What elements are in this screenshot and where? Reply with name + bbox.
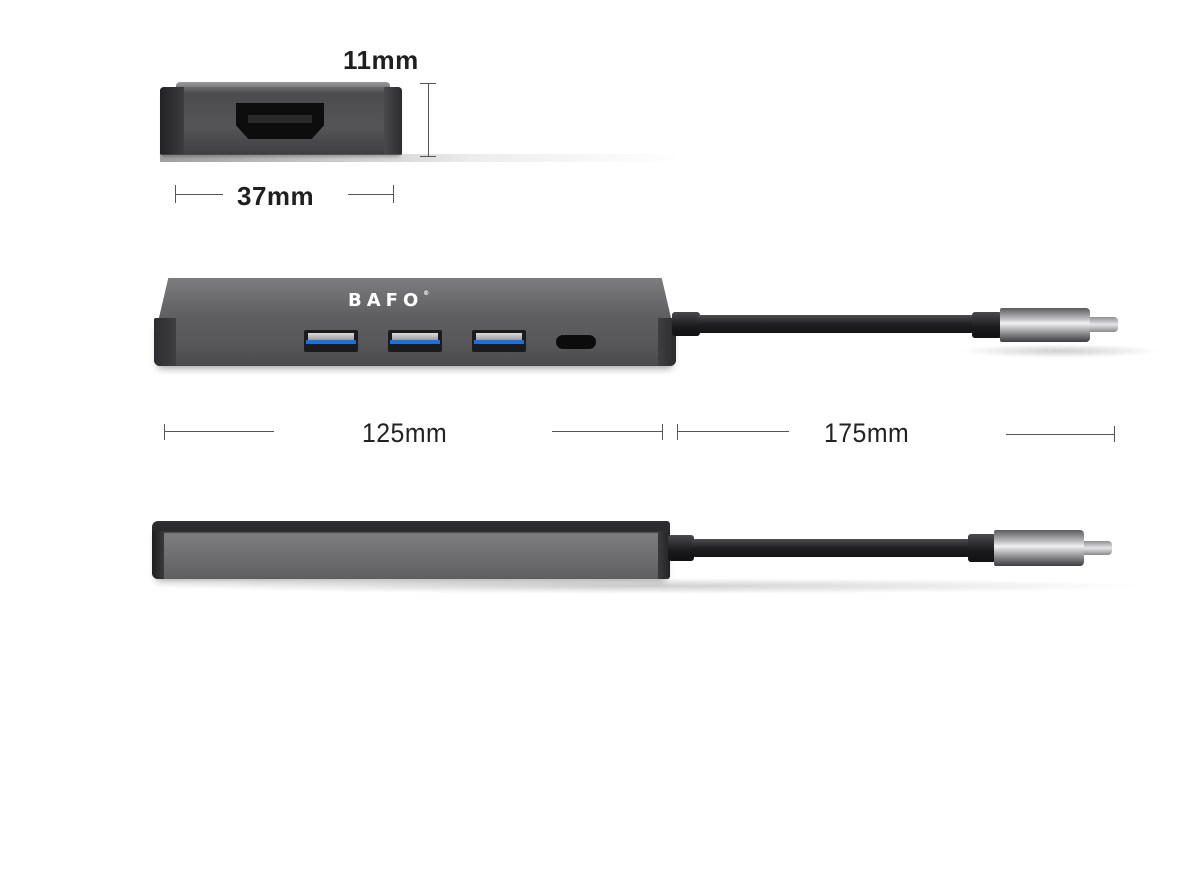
end-view-shadow — [160, 154, 680, 162]
usb-a-port-icon — [304, 330, 358, 352]
width-dimension-line-right — [348, 194, 393, 195]
width-dimension-cap-right — [393, 185, 394, 203]
usb-a-port-icon — [472, 330, 526, 352]
width-dimension-line-left — [175, 194, 223, 195]
hub-port-face — [154, 318, 676, 366]
side-cable-strain-relief-plug — [968, 534, 996, 562]
usb-c-plug-housing — [1000, 308, 1090, 342]
side-cable-strain-relief-hub — [668, 535, 694, 561]
brand-logo: BAFO® — [348, 290, 430, 311]
height-dimension-cap-top — [420, 83, 436, 84]
cable-strain-relief-hub — [672, 312, 700, 336]
body-length-line-right — [552, 431, 662, 432]
body-length-cap-right — [662, 424, 663, 440]
width-dimension-label: 37mm — [237, 181, 315, 211]
usb-c-port-icon — [556, 335, 596, 349]
side-view-shadow — [150, 578, 1150, 594]
cable-length-label: 175mm — [824, 418, 910, 448]
side-view-hub — [152, 521, 670, 579]
side-usb-c-plug-tip — [1084, 541, 1112, 555]
hdmi-port-contacts — [248, 115, 312, 123]
cable-length-line-left — [677, 431, 789, 432]
height-dimension-label: 11mm — [343, 45, 419, 75]
cable-length-cap-left — [677, 424, 678, 440]
plug-shadow — [960, 344, 1160, 358]
cable-length-line-right — [1006, 434, 1114, 435]
side-cable — [692, 539, 970, 557]
cable-length-cap-right — [1114, 426, 1115, 442]
usb-a-port-icon — [388, 330, 442, 352]
usb-c-plug-tip — [1090, 317, 1118, 332]
hub-top-surface — [158, 278, 672, 322]
side-usb-c-plug-housing — [994, 530, 1084, 566]
height-dimension-cap-bottom — [420, 156, 436, 157]
height-dimension-line — [428, 83, 429, 157]
cable-strain-relief-plug — [972, 312, 1002, 338]
body-length-label: 125mm — [362, 418, 448, 448]
body-length-cap-left — [164, 424, 165, 440]
end-view-top-edge — [176, 82, 390, 90]
body-length-line-left — [164, 431, 274, 432]
cable — [698, 315, 974, 333]
top-view-hub — [154, 278, 676, 366]
